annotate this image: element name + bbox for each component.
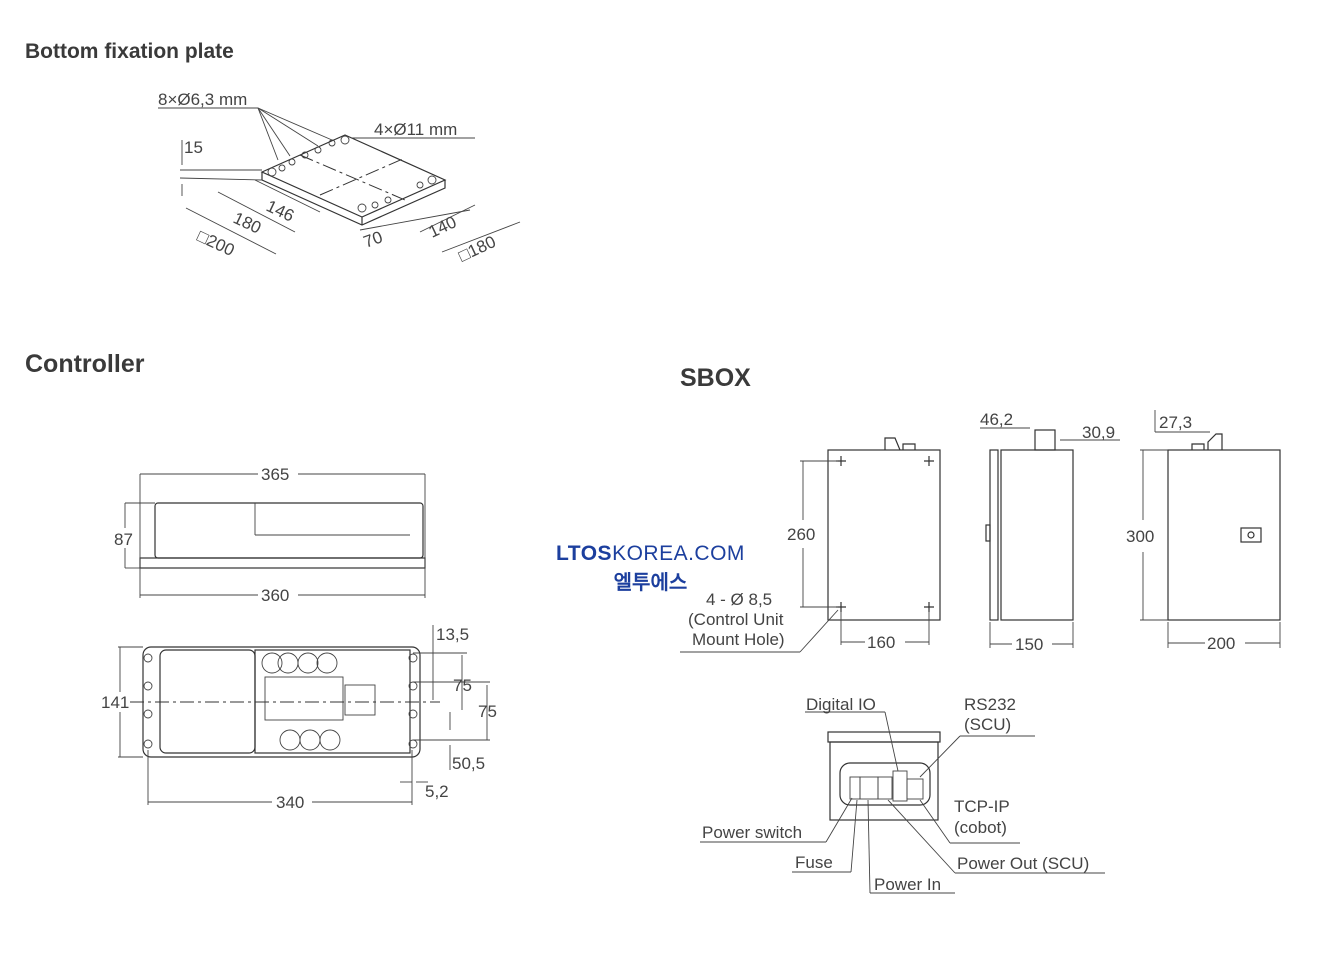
dim-180b: □180 xyxy=(456,232,499,266)
dim-146: 146 xyxy=(263,196,297,225)
controller-side-view: 365 87 360 xyxy=(114,465,426,605)
holes-note-2: Mount Hole) xyxy=(692,630,785,649)
dim-75a: 75 xyxy=(453,676,472,695)
label-tcpip: TCP-IP xyxy=(954,797,1010,816)
holes-small-label: 8×Ø6,3 mm xyxy=(158,90,247,109)
dim-300: 300 xyxy=(1126,527,1154,546)
watermark-korean: 엘투에스 xyxy=(613,572,688,594)
sbox-connector-view: Digital IO RS232 (SCU) TCP-IP (cobot) Po… xyxy=(700,695,1105,894)
label-power-out: Power Out (SCU) xyxy=(957,854,1089,873)
holes-label: 4 - Ø 8,5 xyxy=(706,590,772,609)
dim-30-9: 30,9 xyxy=(1082,423,1115,442)
connector-labels: Digital IO RS232 (SCU) TCP-IP (cobot) Po… xyxy=(702,695,1089,894)
dim-87: 87 xyxy=(114,530,133,549)
holes-note-1: (Control Unit xyxy=(688,610,784,629)
dim-340: 340 xyxy=(276,793,304,812)
bottom-plate-drawing: 8×Ø6,3 mm 4×Ø11 mm 15 146 180 □200 70 14… xyxy=(158,90,521,266)
dim-360: 360 xyxy=(261,586,289,605)
sbox-side-view: 46,2 30,9 150 xyxy=(980,410,1120,654)
controller-top-view: 13,5 75 75 141 50,5 5,2 340 xyxy=(101,625,497,812)
label-power-in: Power In xyxy=(874,875,941,894)
dim-160: 160 xyxy=(867,633,895,652)
dim-46-2: 46,2 xyxy=(980,410,1013,429)
sbox-front-view: 260 160 4 - Ø 8,5 (Control Unit Mount Ho… xyxy=(680,437,941,653)
bottom-plate-heading: Bottom fixation plate xyxy=(25,40,234,63)
dim-260: 260 xyxy=(787,525,815,544)
label-digital-io: Digital IO xyxy=(806,695,876,714)
dim-5-2: 5,2 xyxy=(425,782,449,801)
dim-27-3: 27,3 xyxy=(1159,413,1192,432)
holes-large-label: 4×Ø11 mm xyxy=(374,120,457,139)
label-tcpip-cobot: (cobot) xyxy=(954,818,1007,837)
dim-75b: 75 xyxy=(478,702,497,721)
dim-thickness: 15 xyxy=(184,138,203,157)
sbox-heading: SBOX xyxy=(680,364,751,392)
label-fuse: Fuse xyxy=(795,853,833,872)
watermark-rest: KOREA.COM xyxy=(612,542,745,565)
sbox-rear-view: 27,3 300 200 xyxy=(1126,410,1281,653)
label-rs232: RS232 xyxy=(964,695,1016,714)
dim-141: 141 xyxy=(101,693,129,712)
watermark-logo: LTOSKOREA.COM 엘투에스 xyxy=(556,542,745,595)
dim-365: 365 xyxy=(261,465,289,484)
label-rs232-scu: (SCU) xyxy=(964,715,1011,734)
dim-13-5: 13,5 xyxy=(436,625,469,644)
label-power-switch: Power switch xyxy=(702,823,802,842)
controller-heading: Controller xyxy=(25,350,145,378)
dim-70: 70 xyxy=(361,227,385,251)
watermark-bold: LTOS xyxy=(556,542,613,565)
dim-150: 150 xyxy=(1015,635,1043,654)
dim-50-5: 50,5 xyxy=(452,754,485,773)
dim-200: 200 xyxy=(1207,634,1235,653)
